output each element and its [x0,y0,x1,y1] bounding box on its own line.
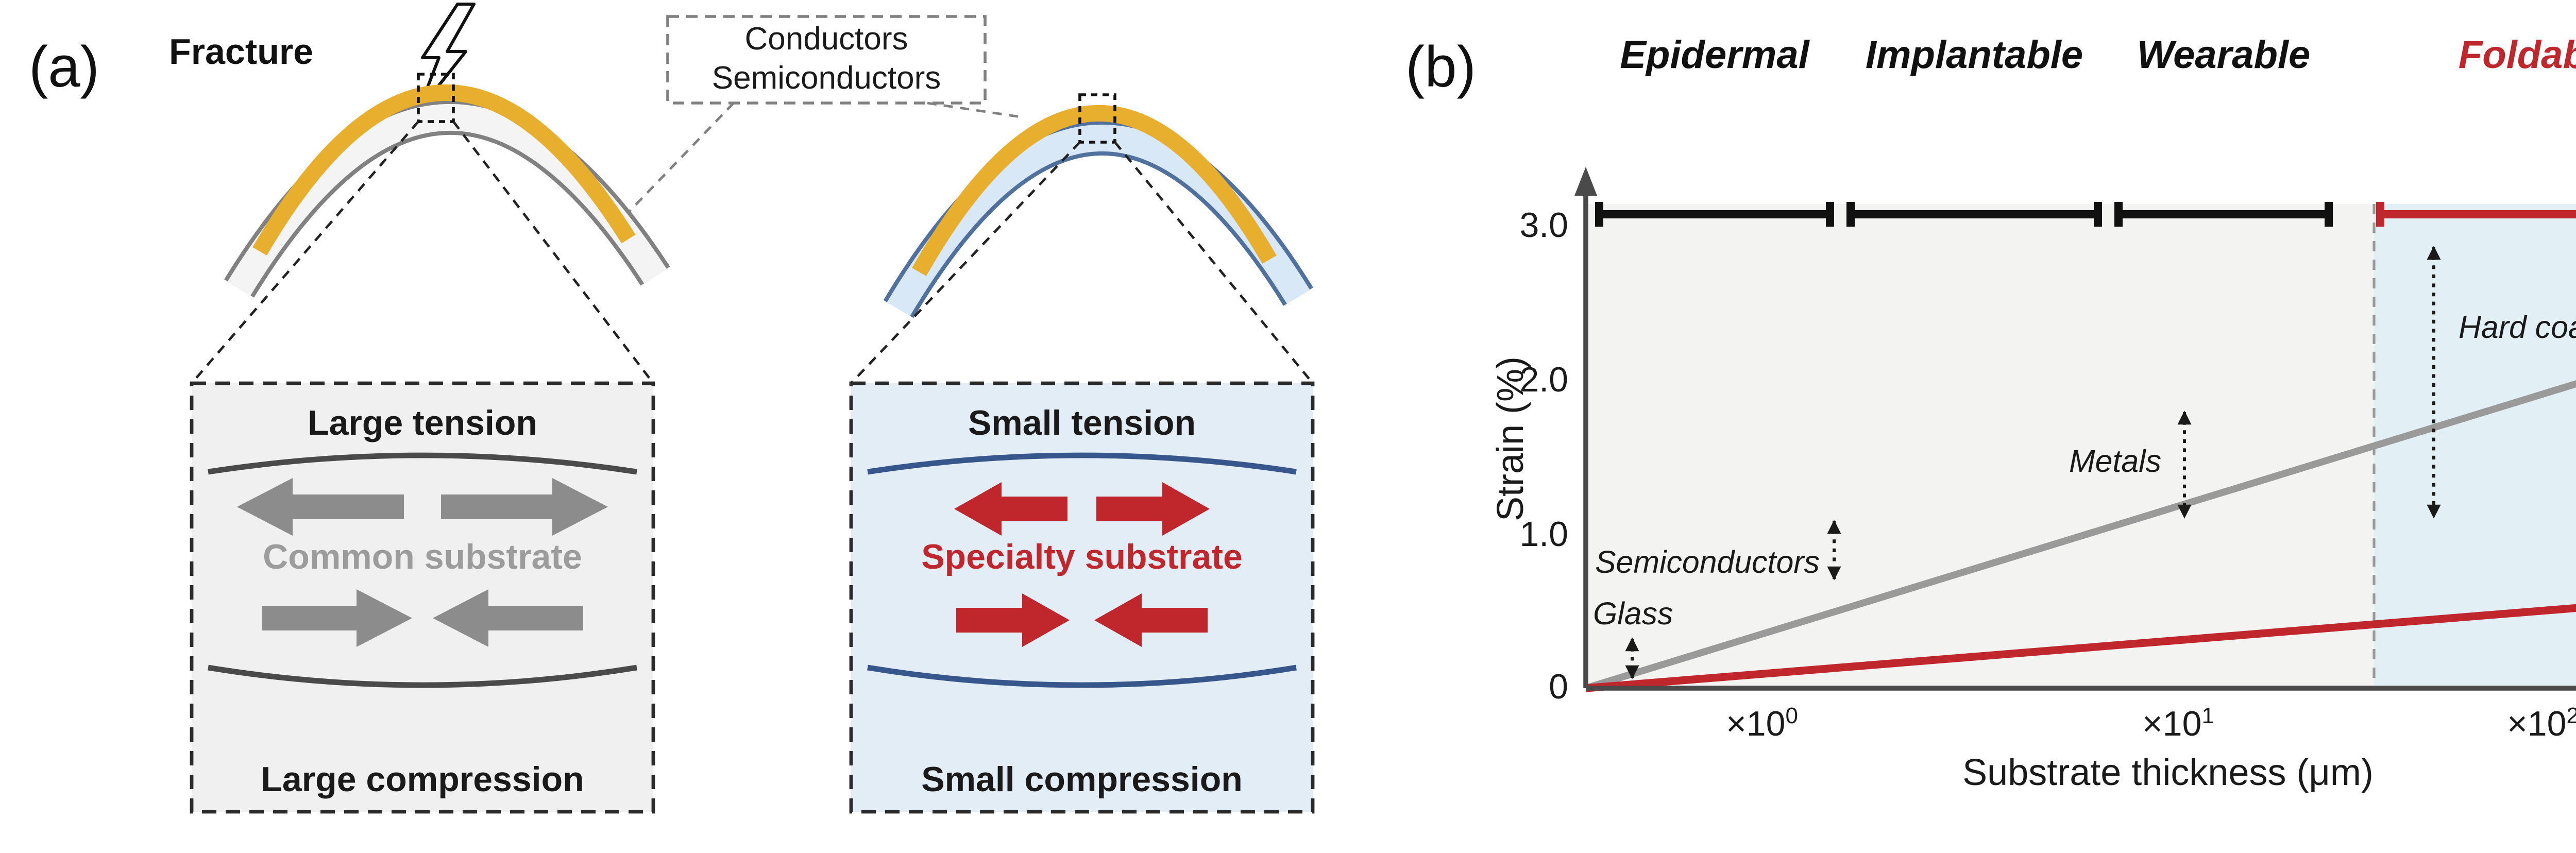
left-zoom-leader-right [452,121,654,384]
right-zoom-leader-right [1114,141,1314,384]
range-bar-epidermal [1595,202,1834,227]
xtick-1: ×101 [2142,703,2214,743]
conductors-box-frame [666,15,987,105]
conductors-semiconductors-box: Conductors Semiconductors [628,15,1025,213]
small-compression-arrow-left [956,593,1070,647]
x-axis-title: Substrate thickness (μm) [1962,752,2374,793]
semiconductors-label: Semiconductors [712,60,941,96]
panel-a: (a) Fracture Conductors Semiconductors [29,3,1315,814]
right-inset-frame [849,381,1315,814]
y-axis-arrowhead [1574,167,1597,196]
tension-arrow-right [441,478,608,536]
conductors-label: Conductors [744,21,908,57]
range-bar-wearable [2114,202,2333,227]
xtick-0: ×100 [1726,703,1798,743]
xtick-0-exp: 0 [1785,703,1798,728]
ytick-2: 2.0 [1519,360,1568,399]
left-inset-top-curve [208,452,637,475]
left-arch-conductor-layer [252,84,636,256]
right-arch-conductor-layer [912,105,1277,276]
left-zoom-leader-left [191,121,419,384]
right-inset-bottom-curve [867,664,1297,688]
left-fracture-zoom-rect [417,73,455,123]
compression-arrow-left [262,589,412,647]
small-tension-label: Small tension [968,403,1196,442]
ytick-1: 1.0 [1519,515,1568,554]
tension-arrow-left [237,478,404,536]
common-substrate-label: Common substrate [263,537,582,576]
range-label-epidermal: Epidermal [1620,33,1810,77]
conductors-leader-left [628,102,735,213]
large-compression-label: Large compression [261,760,584,799]
left-inset: Large tension Common substrate Large com… [190,381,655,814]
fracture-label: Fracture [169,31,313,72]
xtick-1-base: ×10 [2142,704,2201,743]
small-compression-label: Small compression [921,760,1243,799]
conductors-leader-right [927,101,1025,119]
panel-b-tag: (b) [1405,35,1476,99]
right-arch [883,105,1313,318]
annotation-metals: Metals [2069,443,2161,479]
xtick-2-exp: 2 [2566,703,2576,728]
small-tension-arrow-left [954,482,1067,536]
small-tension-arrow-right [1096,482,1210,536]
left-arch [224,84,670,298]
annotation-hard-coatings: Hard coatings [2459,310,2576,345]
panel-a-tag: (a) [29,35,99,99]
left-arch-band-fill [227,104,667,296]
annotation-semiconductors: Semiconductors [1595,544,1820,579]
left-inset-frame [190,381,655,814]
range-label-implantable: Implantable [1866,33,2083,77]
compression-arrow-right [433,589,583,647]
range-bar-foldable [2376,202,2576,227]
right-inset-top-curve [867,452,1297,475]
right-zoom-leader-left [850,141,1081,384]
right-zoom-rect [1078,93,1116,144]
range-label-foldable: Foldable [2459,33,2576,77]
xtick-0-base: ×10 [1726,704,1785,743]
range-label-wearable: Wearable [2137,33,2311,77]
lightning-bolt-icon [417,3,476,113]
small-compression-arrow-right [1094,593,1208,647]
right-inset: Small tension Specialty substrate Small … [849,381,1315,814]
large-tension-label: Large tension [308,403,537,442]
xtick-2-base: ×10 [2507,704,2566,743]
specialty-substrate-label: Specialty substrate [921,537,1243,576]
left-inset-bottom-curve [208,664,637,688]
ytick-3: 3.0 [1519,206,1568,245]
series-line-specialty [1585,604,2576,692]
xtick-2: ×102 [2507,703,2576,743]
ytick-0: 0 [1549,667,1568,706]
xtick-1-exp: 1 [2201,703,2214,728]
panel-b: (b) Epidermal Implantable Wearable Folda… [1405,33,2576,793]
y-axis-title: Strain (%) [1490,356,1531,521]
annotation-glass: Glass [1593,596,1673,631]
range-bar-implantable [1846,202,2102,227]
